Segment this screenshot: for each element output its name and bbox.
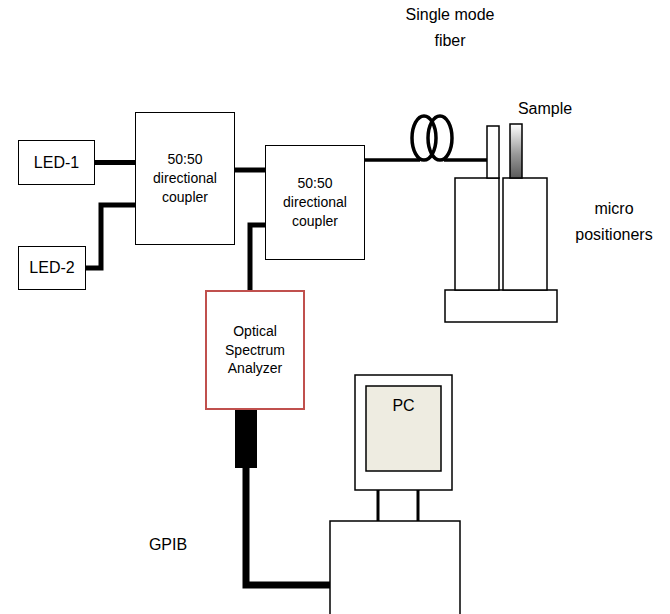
- node-text: PC: [366, 395, 441, 417]
- node-text: LED-1: [34, 152, 79, 174]
- fiber-coil: [428, 116, 452, 160]
- led-box: LED-1: [18, 140, 95, 185]
- single-mode-fiber: [365, 116, 490, 160]
- fiber-line: [444, 158, 490, 162]
- positioner-block: [503, 178, 547, 290]
- sample-label: Sample: [515, 96, 575, 122]
- pc-unit: PC: [330, 375, 470, 614]
- fiber-connector: [235, 168, 265, 173]
- fiber-connector: [250, 225, 265, 290]
- coupler-box: 50:50 directional coupler: [265, 145, 365, 260]
- gpib-cable: [246, 410, 330, 585]
- micro-positioners: [445, 124, 557, 322]
- monitor-stand: [377, 490, 380, 521]
- bus-label: GPIB: [143, 532, 193, 558]
- led-box: LED-2: [18, 246, 86, 290]
- positioner-base: [445, 290, 557, 322]
- node-text: LED-2: [29, 257, 74, 279]
- node-text: 50:50 directional coupler: [275, 174, 355, 231]
- fiber-line: [365, 158, 420, 162]
- computer-base: [330, 521, 460, 614]
- fiber-connector: [95, 160, 135, 165]
- node-text: 50:50 directional coupler: [145, 150, 225, 207]
- analyzer-box: Optical Spectrum Analyzer: [205, 290, 305, 410]
- monitor-frame: [355, 375, 452, 490]
- fiber-ferrule: [487, 126, 499, 178]
- monitor-stand: [417, 490, 420, 521]
- fiber-label: Single mode fiber: [395, 2, 505, 53]
- positioner-label: micro positioners: [562, 196, 666, 247]
- node-text: Optical Spectrum Analyzer: [214, 322, 296, 379]
- coupler-box: 50:50 directional coupler: [135, 112, 235, 245]
- sample-piece: [510, 124, 522, 178]
- positioner-block: [455, 178, 499, 290]
- monitor-screen: [366, 386, 441, 471]
- fiber-connector: [86, 205, 135, 268]
- computer: [330, 375, 460, 614]
